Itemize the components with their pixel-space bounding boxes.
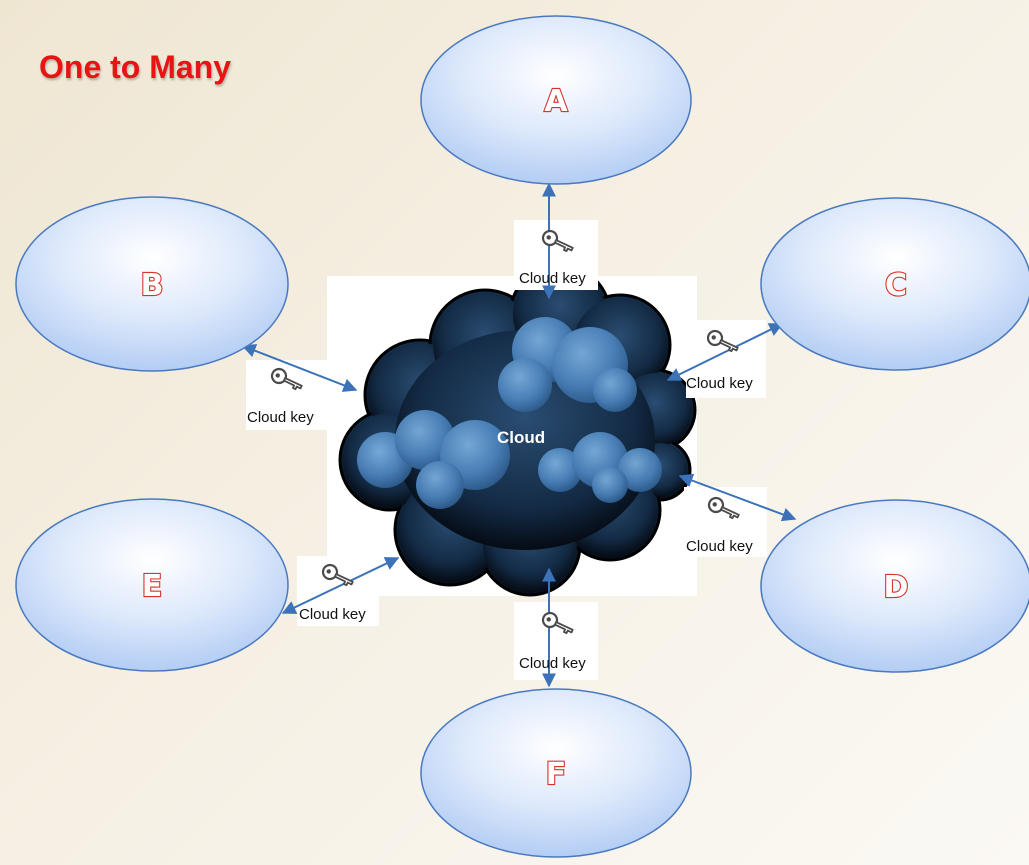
cloud-label: Cloud — [497, 428, 545, 447]
key-label-e: Cloud key — [299, 606, 366, 623]
node-b[interactable]: B — [15, 196, 289, 372]
node-e[interactable]: E — [15, 498, 289, 672]
key-label-f: Cloud key — [519, 655, 586, 672]
key-label-a: Cloud key — [519, 270, 586, 287]
key-label-c: Cloud key — [686, 375, 753, 392]
node-c[interactable]: C — [760, 197, 1029, 371]
node-f-label: F — [546, 757, 567, 792]
node-e-label: E — [142, 569, 163, 604]
node-b-label: B — [141, 268, 164, 303]
connector-b — [241, 344, 358, 392]
node-d[interactable]: D — [760, 499, 1029, 673]
cloud: Cloud — [327, 263, 697, 597]
page-title: One to Many — [39, 49, 232, 85]
node-d-label: D — [884, 570, 909, 605]
key-label-d: Cloud key — [686, 538, 753, 555]
node-a-label: A — [544, 84, 568, 119]
key-label-b: Cloud key — [247, 409, 314, 426]
connector-e — [281, 557, 400, 614]
node-f[interactable]: F — [420, 688, 692, 858]
key-backdrop-a — [514, 220, 598, 290]
connector-d — [678, 473, 797, 522]
node-c-label: C — [885, 268, 907, 303]
connector-c — [666, 323, 784, 381]
node-a[interactable]: A — [420, 15, 692, 185]
